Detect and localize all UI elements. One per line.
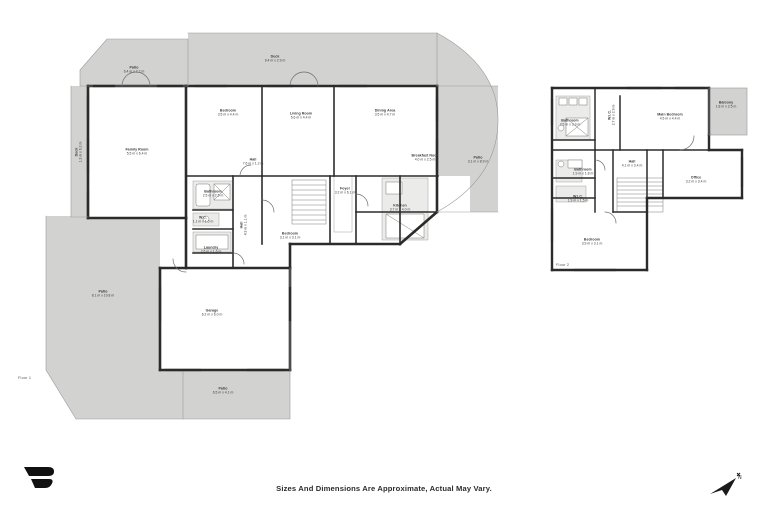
family-room-floor: [88, 86, 186, 218]
disclaimer-caption: Sizes And Dimensions Are Approximate, Ac…: [276, 484, 492, 493]
floor-2-walls: [550, 86, 748, 272]
north-wing-floor: [186, 86, 438, 176]
floor-1-group: [45, 32, 499, 420]
floor-2-tag: Floor 2: [556, 263, 570, 267]
garage-floor: [160, 268, 290, 370]
floor-2-fixture-details: [557, 97, 664, 213]
floor-1-fixture-details: [195, 179, 425, 250]
site-west-area: [80, 86, 88, 217]
site-boundary-southwest: [46, 216, 290, 419]
compass-label: N: [738, 475, 742, 481]
compass-north-icon: N: [710, 472, 742, 496]
floor-1-walls: [45, 32, 499, 420]
balcony-area: [709, 88, 747, 135]
deck-north-area: [188, 33, 437, 86]
floor-1-tag: Floor 1: [18, 376, 32, 380]
patio-northwest-area: [80, 39, 188, 86]
brand-logo: [24, 467, 54, 488]
floor-2-group: [550, 86, 748, 272]
floor-2-outdoor-areas: [709, 88, 747, 135]
